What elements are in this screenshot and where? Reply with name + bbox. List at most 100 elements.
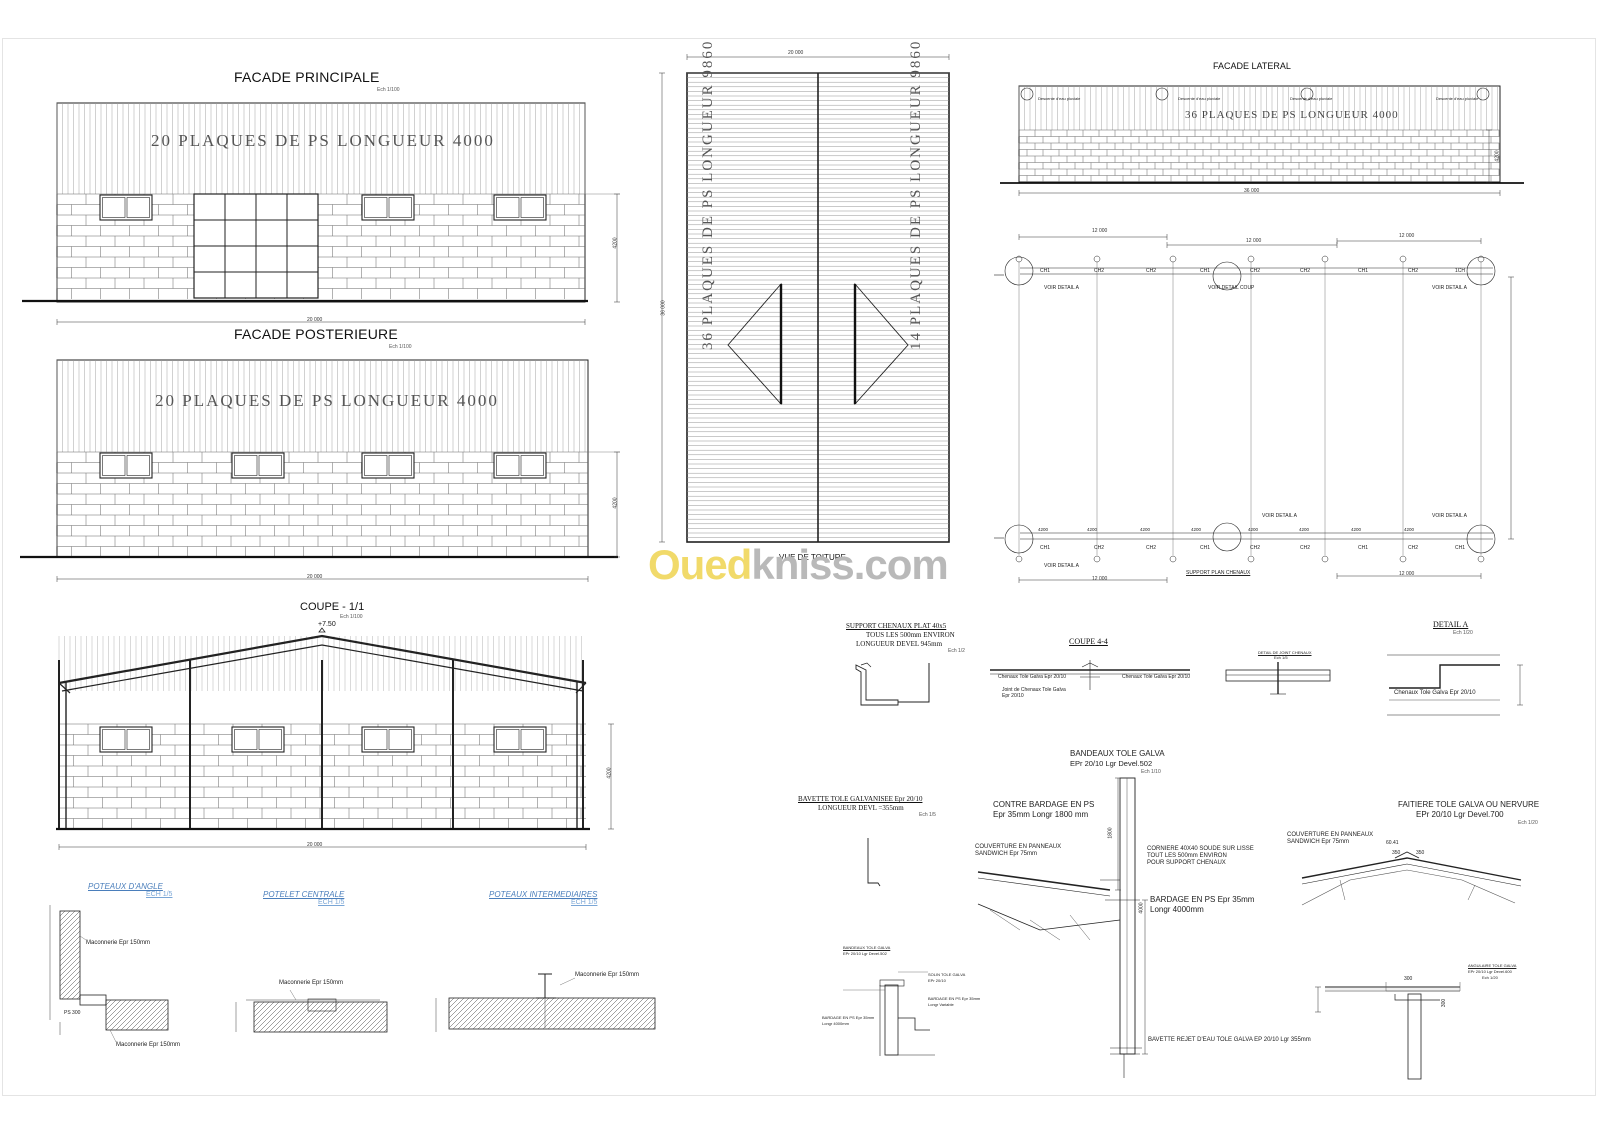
gutter-label: CH2 (1146, 545, 1156, 551)
hatch (106, 1000, 226, 1030)
window-pane (234, 729, 258, 750)
detail-acrotere-label: ANGULAIRE TOLE GALVA (1468, 963, 1517, 968)
hatch-line (313, 1002, 345, 1032)
grid-bubble (1399, 555, 1407, 563)
hatch-line (683, 998, 714, 1029)
hatch-line (492, 998, 525, 1029)
hatch-line (278, 1002, 310, 1032)
faitiere-truss (1301, 869, 1516, 906)
post-section (307, 998, 337, 1012)
hatch-line (572, 998, 605, 1029)
gutter-dim: 4200 (1351, 527, 1362, 532)
hatch-line (389, 1002, 419, 1032)
faitiere-dim: 60.41 (1386, 840, 1399, 846)
window-pane (520, 455, 544, 476)
bandeaux-contre-bardage: CONTRE BARDAGE EN PS (993, 800, 1095, 809)
detail-a-title: DETAIL A (1433, 620, 1469, 629)
window-pane (496, 455, 520, 476)
detail-callout (1466, 256, 1496, 286)
window (361, 194, 415, 221)
plan-chenaux-title: SUPPORT PLAN CHENAUX (1186, 570, 1251, 576)
window-pane (126, 729, 150, 750)
detail-bandeau-label: BARDAGE EN PS Epr 35mm (822, 1015, 875, 1020)
hatch-line (132, 911, 220, 999)
coupe-44-label: Chenaux Tole Galva Epr 20/10 (1122, 674, 1191, 680)
hatch-line (368, 1013, 387, 1032)
hatch-line (449, 998, 470, 1019)
plan-bottom-dim: 12 000 (1399, 571, 1415, 577)
roof-panel (977, 877, 1111, 897)
hatch-line (110, 1000, 142, 1030)
grid-bubble (1477, 255, 1485, 263)
coupe-width: 20 000 (307, 842, 323, 848)
window-pane (364, 455, 388, 476)
gutter-label: CH1 (1200, 545, 1210, 551)
hatch-line (378, 1023, 387, 1032)
facade-posterieure-plaques: 20 PLAQUES DE PS LONGUEUR 4000 (155, 391, 499, 410)
window (99, 194, 153, 221)
hatch-line (60, 950, 80, 972)
bandeaux-corniere: CORNIERE 40X40 SOUDE SUR LISSE (1147, 846, 1254, 852)
plan-top-dim: 12 000 (1399, 233, 1415, 239)
hatch-line (617, 998, 650, 1029)
gutter-label: CH2 (1094, 545, 1104, 551)
hatch-line (658, 998, 689, 1029)
hatch-line (254, 1002, 280, 1028)
hatch-line (254, 1002, 255, 1003)
hatch-line (254, 1002, 260, 1008)
faitiere-couverture: COUVERTURE EN PANNEAUX (1287, 832, 1374, 838)
hatch-line (567, 998, 600, 1029)
hatch-line (542, 998, 575, 1029)
sheet-frame (2, 38, 1596, 1096)
hatch-line (60, 915, 80, 937)
facade-laterale-height: 4200 (1494, 150, 1501, 162)
hatch-line (607, 998, 640, 1029)
window-pane (258, 455, 282, 476)
window-pane (364, 197, 388, 218)
hatch-line (399, 1002, 429, 1032)
hatch-line (127, 911, 215, 999)
hatch-line (181, 1000, 211, 1030)
bandeaux-contre-bardage: Epr 35mm Longr 1800 mm (993, 810, 1089, 819)
hatch-line (562, 998, 595, 1029)
hatch-line (637, 1011, 655, 1029)
hatch-line (145, 1007, 168, 1030)
hatch-line (449, 998, 460, 1009)
plan-voir-detail-coupe: VOIR DETAIL COUP (1208, 285, 1255, 291)
facade-laterale-note: Descente d'eau pluviale (1178, 96, 1221, 101)
hatch-line (137, 911, 225, 999)
hatch-line (60, 935, 80, 957)
facade-principale-width: 20 000 (307, 317, 323, 323)
poteaux-intermediaires (435, 973, 714, 1032)
hatch-line (333, 1002, 365, 1032)
hatch-line (60, 911, 61, 912)
hatch-line (298, 1002, 330, 1032)
detail-a-label: Chenaux Tole Galva Epr 20/10 (1394, 690, 1476, 696)
hatch-line (472, 998, 505, 1029)
bandeaux-scale: Ech 1/10 (1141, 769, 1161, 775)
hatch-line (102, 911, 190, 999)
hatch-line (363, 1008, 387, 1032)
window-pane (258, 729, 282, 750)
roof-rafter-bottom (61, 644, 584, 692)
window (493, 726, 547, 753)
hatch-line (196, 1000, 226, 1030)
hatch-line (537, 998, 570, 1029)
plan-top-dim: 12 000 (1246, 238, 1262, 244)
gutter-label: CH1 (1040, 268, 1050, 274)
hatch-line (293, 1002, 325, 1032)
hatch-line (668, 998, 699, 1029)
hatch-line (632, 1006, 655, 1029)
hatch-line (612, 998, 645, 1029)
detail-joint (1225, 662, 1331, 695)
hatch-line (343, 1002, 375, 1032)
window (231, 452, 285, 479)
hatch-line (587, 998, 620, 1029)
faitiere-couverture: SANDWICH Epr 75mm (1287, 839, 1350, 845)
hatch-line (414, 1002, 444, 1032)
hatch-line (358, 1003, 387, 1032)
hatch-line (112, 911, 200, 999)
plan-voir-detail: VOIR DETAIL A (1044, 563, 1080, 569)
hatch-line (135, 1000, 167, 1030)
